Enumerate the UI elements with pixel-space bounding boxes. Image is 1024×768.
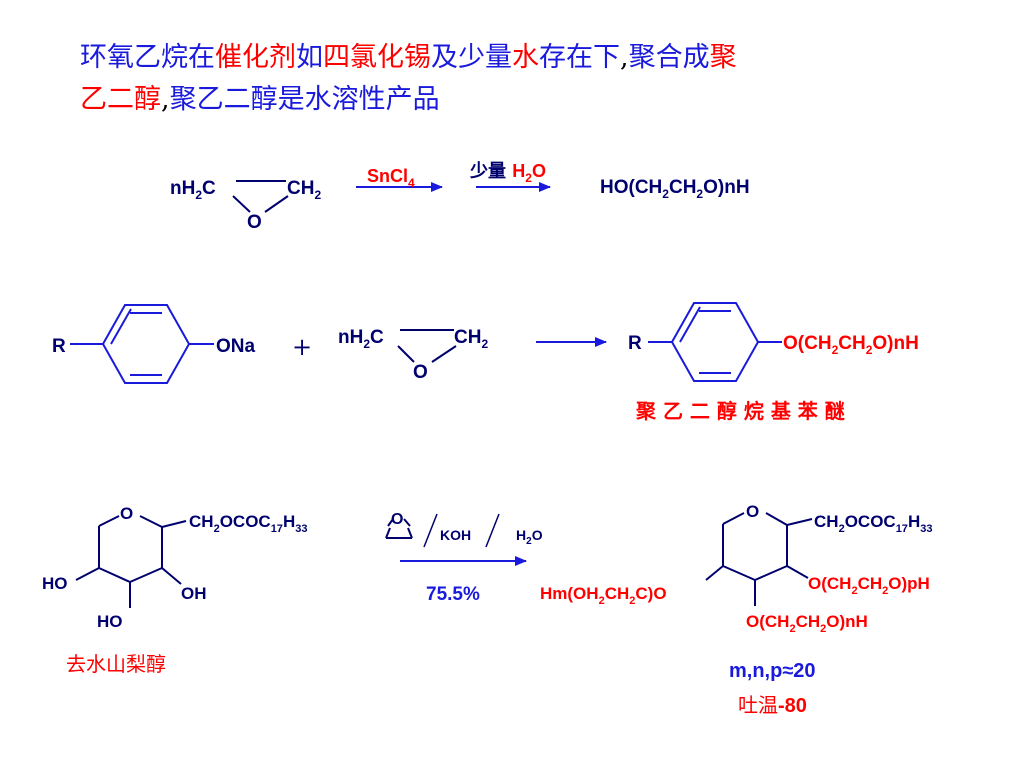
reagent-water-3: H2O — [516, 527, 543, 547]
sorbitan-oh-right: OH — [181, 584, 207, 603]
title-segment: 四氯化锡 — [323, 42, 431, 73]
reaction-3: O CH2OCOC17H33 HO OH HO 去水山梨醇 O KOH H2O … — [42, 502, 932, 717]
epoxide-co-bond-left — [232, 195, 251, 213]
plus-sign: + — [292, 333, 312, 361]
r-group-product: R — [628, 333, 642, 354]
slash-separator-1 — [423, 513, 438, 548]
title-segment: , — [620, 42, 629, 73]
title-segment: 聚 — [710, 42, 737, 73]
title-line-1: 环氧乙烷在催化剂如四氯化锡及少量水存在下,聚合成聚 — [80, 42, 737, 73]
slash-separator-2 — [485, 513, 500, 548]
epoxide-2-oxygen: O — [413, 362, 428, 383]
tween-right-chain: O(CH2CH2O)pH — [808, 574, 930, 597]
sorbitan-ho-left: HO — [42, 574, 68, 593]
epoxide-2-co-bond-left — [397, 345, 415, 363]
epoxide-left-carbon: nH2C — [170, 178, 216, 202]
sorbitan-ho-bottom: HO — [97, 612, 123, 631]
reaction-yield: 75.5% — [426, 584, 480, 605]
title-segment: 聚合成 — [629, 42, 710, 73]
sorbitan-ester-chain: CH2OCOC17H33 — [189, 512, 307, 535]
epoxide-co-bond-right — [264, 195, 289, 213]
sorbitan-ring-oxygen: O — [120, 504, 133, 523]
benzene-ring-1 — [101, 304, 191, 384]
benzene-ring-2 — [670, 302, 760, 382]
product-polyether-chain: O(CH2CH2O)nH — [783, 333, 919, 357]
product-peg: HO(CH2CH2O)nH — [600, 177, 750, 201]
tween-80-name: 吐温-80 — [738, 693, 807, 717]
polymerization-degree: m,n,p≈20 — [729, 660, 816, 682]
catalyst-sncl4: SnCl4 — [367, 166, 415, 190]
title-segment: , — [161, 84, 170, 115]
tween-left-chain: Hm(OH2CH2C)O — [540, 584, 667, 607]
epoxide-3-oxygen: O — [391, 511, 403, 528]
title-segment: 及少量 — [431, 42, 512, 73]
reaction-1: nH2C CH2 O SnCl4 少量 H2O HO(CH2CH2O)nH — [170, 160, 750, 233]
epoxide-right-carbon: CH2 — [287, 178, 321, 202]
title-segment: 如 — [296, 42, 323, 73]
tween-bottom-chain: O(CH2CH2O)nH — [746, 612, 868, 635]
epoxide-2-co-bond-right — [431, 345, 457, 363]
reagent-koh: KOH — [440, 527, 471, 543]
title-segment: 存在下 — [539, 42, 620, 73]
epoxide-2-left-carbon: nH2C — [338, 327, 384, 351]
sorbitan-name: 去水山梨醇 — [66, 652, 166, 676]
ona-group: ONa — [216, 336, 256, 357]
title-segment: 乙二醇 — [80, 84, 161, 115]
title-segment: 聚乙二醇是水溶性产品 — [170, 84, 440, 115]
title-line-2: 乙二醇,聚乙二醇是水溶性产品 — [80, 84, 440, 115]
title-segment: 催化剂 — [215, 42, 296, 73]
reagent-water: 少量 H2O — [469, 160, 546, 185]
sorbitan-ring — [75, 515, 187, 608]
epoxide-3-triangle — [385, 518, 413, 539]
tween-ester-chain: CH2OCOC17H33 — [814, 512, 932, 535]
tween-ring-oxygen: O — [746, 502, 759, 521]
title-segment: 环氧乙烷在 — [80, 42, 215, 73]
title-segment: 水 — [512, 42, 539, 73]
epoxide-2-right-carbon: CH2 — [454, 327, 488, 351]
product-name-alkylphenol-ether: 聚 乙 二 醇 烷 基 苯 醚 — [635, 399, 845, 423]
r-group-left: R — [52, 336, 66, 357]
reaction-2: R ONa + nH2C CH2 O R O(CH2CH2O)nH 聚 乙 二 … — [52, 302, 919, 423]
epoxide-oxygen: O — [247, 212, 262, 233]
tween-ring — [705, 512, 813, 606]
